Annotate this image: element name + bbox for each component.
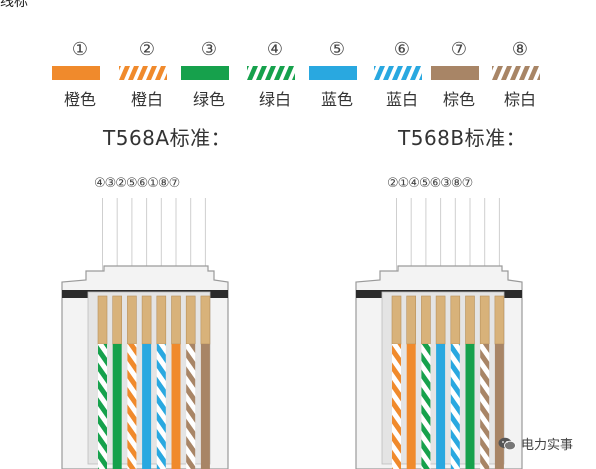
watermark-text: 电力实事 (521, 438, 574, 453)
contact-pin-6 (171, 295, 181, 345)
legend-label: 蓝白 (385, 90, 418, 109)
legend-number: ④ (266, 39, 284, 60)
legend-number: ⑧ (511, 39, 529, 60)
wire-绿色 (112, 344, 122, 469)
legend-number: ⑥ (393, 39, 411, 60)
wire-棕白 (480, 344, 490, 469)
contact-pin-8 (200, 295, 211, 345)
legend-label: 绿白 (258, 90, 291, 109)
contact-pin-4 (435, 295, 446, 345)
legend-number: ② (138, 39, 156, 60)
t568b-connector-diagram (355, 198, 523, 469)
contact-pin-1 (97, 295, 108, 345)
legend-label: 绿色 (192, 90, 225, 109)
legend-swatch (492, 66, 540, 80)
contact-pin-5 (450, 295, 461, 345)
t568b-pin-order: ②①④⑤⑥③⑧⑦ (387, 176, 473, 191)
cropped-header-text: 线标 (0, 0, 28, 10)
wire-绿白 (421, 344, 431, 469)
wire-蓝白 (450, 344, 460, 469)
legend-label: 棕色 (442, 90, 475, 109)
legend-swatch (52, 66, 100, 80)
wire-橙色 (171, 344, 181, 469)
legend-swatch (247, 66, 295, 80)
wechat-icon (498, 437, 516, 450)
wire-蓝白 (156, 344, 166, 469)
wire-棕白 (186, 344, 196, 469)
legend-swatch (309, 66, 357, 80)
t568a-title: T568A标准： (103, 126, 232, 150)
contact-pin-5 (156, 295, 167, 345)
wire-棕色 (200, 344, 210, 469)
legend-number: ③ (200, 39, 218, 60)
contact-pin-2 (112, 295, 123, 345)
contact-pin-3 (421, 295, 431, 345)
legend-number: ① (71, 39, 89, 60)
color-legend: ① 橙色 ② 橙白 ③ 绿色 ④ 绿白 ⑤ 蓝色 ⑥ 蓝白 ⑦ 棕色 ⑧ 棕白 (0, 0, 596, 115)
wire-蓝色 (142, 344, 152, 469)
legend-label: 橙色 (63, 90, 96, 109)
watermark: 电力实事 (498, 434, 573, 453)
wire-蓝色 (436, 344, 446, 469)
t568b-title: T568B标准： (398, 126, 527, 150)
legend-swatch (119, 66, 167, 80)
contact-pin-8 (494, 295, 505, 345)
legend-swatch (431, 66, 479, 80)
contact-pin-4 (141, 295, 152, 345)
wire-绿白 (98, 344, 107, 469)
wire-棕色 (494, 344, 504, 469)
legend-number: ⑤ (328, 39, 346, 60)
wire-橙白 (127, 344, 137, 469)
contact-pin-7 (185, 295, 196, 345)
legend-number: ⑦ (450, 39, 468, 60)
legend-label: 棕白 (503, 90, 536, 109)
wire-橙色 (406, 344, 416, 469)
legend-swatch (374, 66, 422, 80)
t568a-connector-diagram (61, 198, 229, 469)
legend-label: 蓝色 (320, 90, 353, 109)
wire-绿色 (465, 344, 475, 469)
contact-pin-3 (127, 295, 137, 345)
contact-pin-7 (479, 295, 490, 345)
legend-label: 橙白 (130, 90, 163, 109)
legend-swatch (181, 66, 229, 80)
t568a-pin-order: ④③②⑤⑥①⑧⑦ (94, 176, 180, 191)
wire-橙白 (392, 344, 401, 469)
contact-pin-1 (391, 295, 402, 345)
contact-pin-2 (406, 295, 417, 345)
contact-pin-6 (465, 295, 475, 345)
